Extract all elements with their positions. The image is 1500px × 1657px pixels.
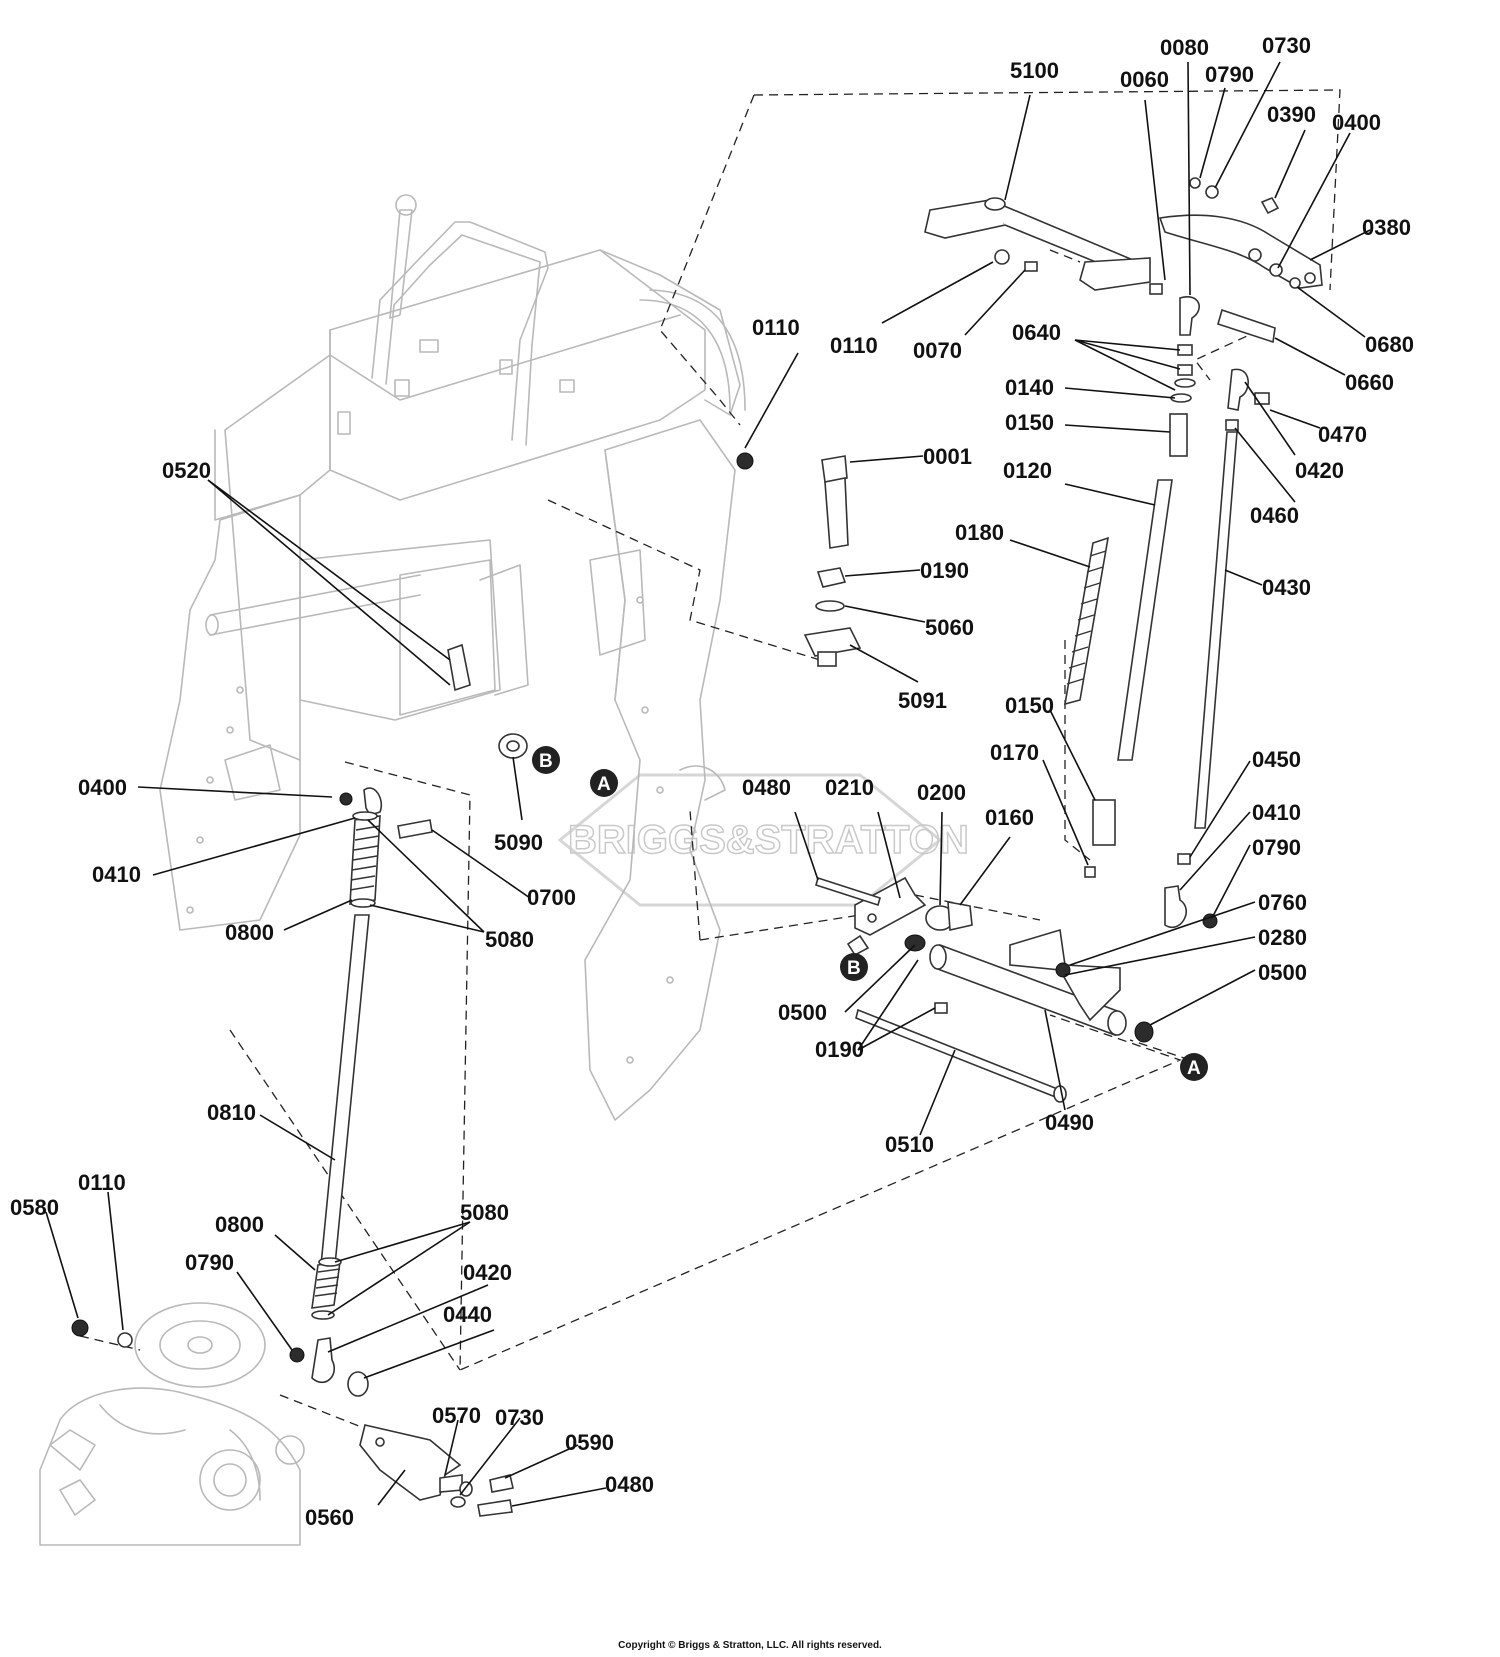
label-0700: 0700 bbox=[527, 885, 576, 910]
copyright-notice: Copyright © Briggs & Stratton, LLC. All … bbox=[618, 1640, 882, 1651]
label-0510: 0510 bbox=[885, 1132, 934, 1157]
label-0500: 0500 bbox=[778, 1000, 827, 1025]
label-0190: 0190 bbox=[920, 558, 969, 583]
svg-text:B: B bbox=[847, 958, 861, 979]
label-0420: 0420 bbox=[1295, 458, 1344, 483]
label-0400: 0400 bbox=[1332, 110, 1381, 135]
label-0001: 0001 bbox=[923, 444, 972, 469]
label-0070: 0070 bbox=[913, 338, 962, 363]
leader-lines bbox=[45, 61, 1371, 1507]
label-0400: 0400 bbox=[78, 775, 127, 800]
label-0110: 0110 bbox=[752, 315, 800, 340]
label-0500: 0500 bbox=[1258, 960, 1307, 985]
label-5091: 5091 bbox=[898, 688, 947, 713]
label-0280: 0280 bbox=[1258, 925, 1307, 950]
label-0160: 0160 bbox=[985, 805, 1034, 830]
label-0790: 0790 bbox=[185, 1250, 234, 1275]
label-0480: 0480 bbox=[742, 775, 791, 800]
svg-text:B: B bbox=[539, 751, 553, 772]
label-0520: 0520 bbox=[162, 458, 211, 483]
label-0800: 0800 bbox=[225, 920, 274, 945]
callout-badge-b-lower: B bbox=[840, 953, 868, 981]
frame-assembly bbox=[159, 194, 746, 1121]
label-0450: 0450 bbox=[1252, 747, 1301, 772]
label-0410: 0410 bbox=[92, 862, 141, 887]
cross-shaft-assembly bbox=[815, 876, 1154, 1103]
label-0150: 0150 bbox=[1005, 693, 1054, 718]
label-0790: 0790 bbox=[1205, 62, 1254, 87]
label-0110: 0110 bbox=[830, 333, 878, 358]
label-0640: 0640 bbox=[1012, 320, 1061, 345]
label-0110: 0110 bbox=[78, 1170, 126, 1195]
label-0120: 0120 bbox=[1003, 458, 1052, 483]
label-0170: 0170 bbox=[990, 740, 1039, 765]
label-0580: 0580 bbox=[10, 1195, 59, 1220]
label-0200: 0200 bbox=[917, 780, 966, 805]
label-0800: 0800 bbox=[215, 1212, 264, 1237]
label-0190: 0190 bbox=[815, 1037, 864, 1062]
label-5060: 5060 bbox=[925, 615, 974, 640]
label-0730: 0730 bbox=[495, 1405, 544, 1430]
watermark-text: BRIGGS&STRATTON bbox=[568, 818, 969, 862]
label-0140: 0140 bbox=[1005, 375, 1054, 400]
label-0560: 0560 bbox=[305, 1505, 354, 1530]
label-0430: 0430 bbox=[1262, 575, 1311, 600]
transmission-assembly bbox=[39, 1302, 305, 1546]
label-0150: 0150 bbox=[1005, 410, 1054, 435]
svg-text:A: A bbox=[1187, 1058, 1201, 1079]
label-0060: 0060 bbox=[1120, 67, 1169, 92]
label-5100: 5100 bbox=[1010, 58, 1059, 83]
label-0590: 0590 bbox=[565, 1430, 614, 1455]
part-labels: 5100 0060 0080 0790 0730 0390 0400 0380 … bbox=[10, 33, 1414, 1530]
label-0570: 0570 bbox=[432, 1403, 481, 1428]
label-0470: 0470 bbox=[1318, 422, 1367, 447]
label-0180: 0180 bbox=[955, 520, 1004, 545]
label-0760: 0760 bbox=[1258, 890, 1307, 915]
dashed-reference-lines bbox=[79, 89, 1341, 1451]
label-0460: 0460 bbox=[1250, 503, 1299, 528]
label-5080: 5080 bbox=[485, 927, 534, 952]
left-linkage-assembly bbox=[71, 787, 514, 1517]
label-0380: 0380 bbox=[1362, 215, 1411, 240]
callout-badge-a-upper: A bbox=[590, 769, 618, 797]
label-0490: 0490 bbox=[1045, 1110, 1094, 1135]
label-0210: 0210 bbox=[825, 775, 874, 800]
svg-text:A: A bbox=[597, 774, 611, 795]
label-5080: 5080 bbox=[460, 1200, 509, 1225]
label-0420: 0420 bbox=[463, 1260, 512, 1285]
callout-badge-b-upper: B bbox=[532, 746, 560, 774]
label-0440: 0440 bbox=[443, 1302, 492, 1327]
label-0410: 0410 bbox=[1252, 800, 1301, 825]
label-0680: 0680 bbox=[1365, 332, 1414, 357]
label-0790: 0790 bbox=[1252, 835, 1301, 860]
label-0080: 0080 bbox=[1160, 35, 1209, 60]
label-0480: 0480 bbox=[605, 1472, 654, 1497]
label-5090: 5090 bbox=[494, 830, 543, 855]
callout-badge-a-lower: A bbox=[1180, 1053, 1208, 1081]
label-0390: 0390 bbox=[1267, 102, 1316, 127]
upper-handle-assembly bbox=[803, 177, 1323, 929]
misc-parts bbox=[447, 452, 754, 759]
label-0810: 0810 bbox=[207, 1100, 256, 1125]
label-0730: 0730 bbox=[1262, 33, 1311, 58]
label-0660: 0660 bbox=[1345, 370, 1394, 395]
